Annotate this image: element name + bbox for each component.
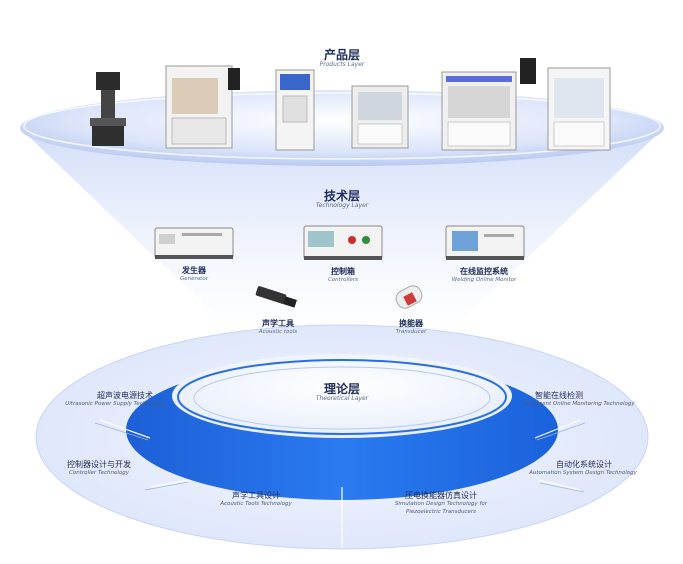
controller-label: 控制箱 <box>331 267 355 276</box>
product-layer-title: 产品层 <box>323 48 360 62</box>
controller-device <box>303 225 383 260</box>
capability-power-supply-en: Ultrasonic Power Supply Technology <box>65 401 165 407</box>
online-monitor-device <box>445 225 525 260</box>
capability-transducer-simulation-en: Simulation Design Technology for <box>394 501 488 507</box>
theory-layer-subtitle: Theoretical Layer <box>315 395 369 402</box>
product-machine-3 <box>275 69 315 151</box>
acoustic-tools-label: 声学工具 <box>262 319 294 328</box>
transducer-device <box>395 285 423 309</box>
product-machine-6 <box>547 67 611 151</box>
product-machine-1 <box>90 72 126 146</box>
acoustic-tools-label-en: Acoustic tools <box>258 329 298 335</box>
capability-transducer-simulation: 压电换能器仿真设计 <box>405 491 477 500</box>
technology-layer-subtitle: Technology Layer <box>315 202 369 209</box>
product-machine-5 <box>441 58 536 151</box>
product-machine-2 <box>165 65 240 149</box>
acoustic-tool-device <box>255 286 297 308</box>
capability-automation: 自动化系统设计 <box>556 460 612 469</box>
capability-automation-en: Automation System Design Technology <box>529 470 637 476</box>
generator-device <box>154 227 234 259</box>
capability-power-supply: 超声波电源技术 <box>97 391 153 400</box>
controller-label-en: Controllers <box>327 277 359 283</box>
generator-label-en: Generator <box>180 276 208 282</box>
capability-controller-en: Controller Technology <box>69 470 129 476</box>
technology-layer-title: 技术层 <box>323 189 360 203</box>
theory-inner-disc <box>172 354 512 438</box>
capability-acoustic-tools-en: Acoustic Tools Technology <box>220 501 292 507</box>
transducer-label-en: Transducer <box>395 329 427 335</box>
product-machine-4 <box>351 85 409 149</box>
generator-label: 发生器 <box>182 266 206 275</box>
capability-controller: 控制器设计与开发 <box>67 460 131 469</box>
capability-online-monitoring: 智能在线检测 <box>535 391 583 400</box>
transducer-label: 换能器 <box>399 319 423 328</box>
online-monitor-label-en: Welding Online Monitor <box>451 277 517 283</box>
capability-online-monitoring-en: Intelligent Online Monitoring Technology <box>523 401 635 407</box>
online-monitor-label: 在线监控系统 <box>460 267 508 276</box>
product-layer-subtitle: Products Layer <box>319 61 365 68</box>
capability-transducer-simulation-en2: Piezoelectric Transducers <box>406 509 476 515</box>
capability-acoustic-tools: 声学工具设计 <box>232 491 280 500</box>
theory-layer-title: 理论层 <box>323 382 360 396</box>
